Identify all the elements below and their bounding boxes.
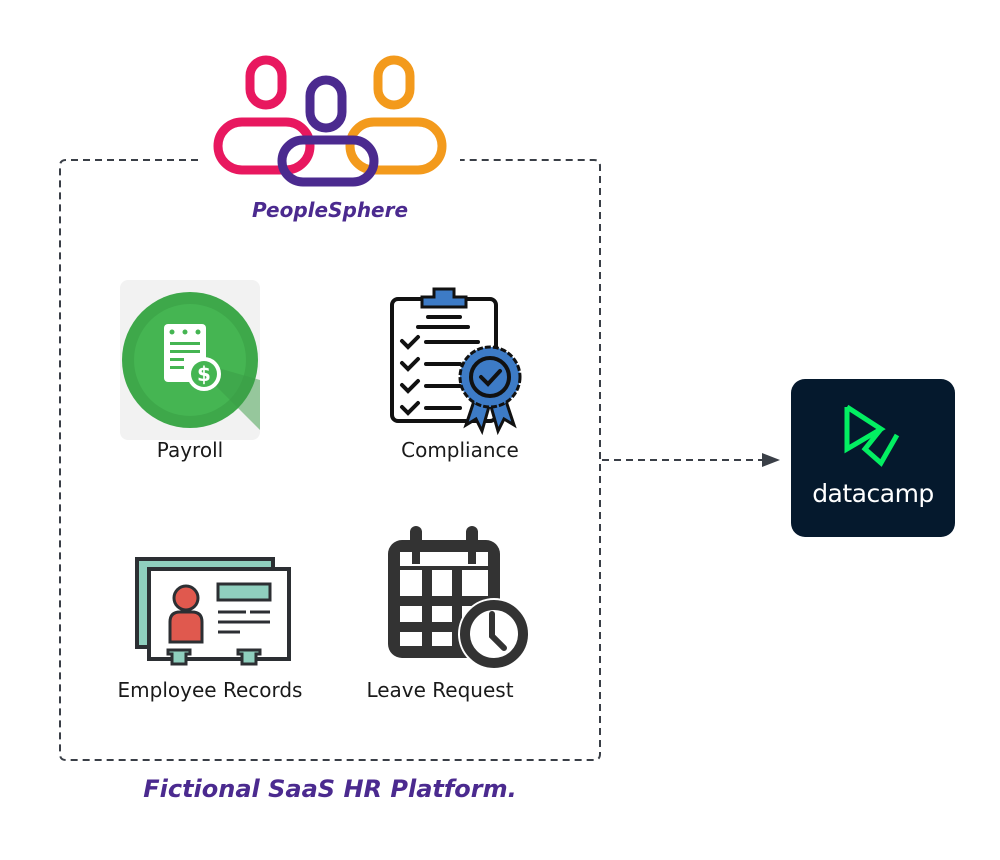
module-label: Leave Request	[366, 678, 514, 702]
payroll-icon: $	[120, 280, 260, 440]
datacamp-name: datacamp	[812, 479, 934, 508]
compliance-icon	[390, 287, 522, 436]
datacamp-logo-icon	[844, 404, 900, 467]
people-chain-logo-icon	[213, 55, 447, 187]
employee-records-icon	[135, 557, 291, 666]
svg-text:$: $	[197, 362, 211, 386]
connector-arrow	[602, 453, 780, 467]
module-label: Employee Records	[117, 678, 303, 702]
platform-name: PeopleSphere	[251, 198, 409, 222]
module-label: Payroll	[156, 438, 224, 462]
datacamp-target: datacamp	[791, 379, 955, 537]
platform-caption: Fictional SaaS HR Platform.	[143, 775, 517, 803]
module-label: Compliance	[401, 438, 519, 462]
platform-boundary	[59, 159, 601, 761]
leave-request-icon	[388, 526, 530, 670]
